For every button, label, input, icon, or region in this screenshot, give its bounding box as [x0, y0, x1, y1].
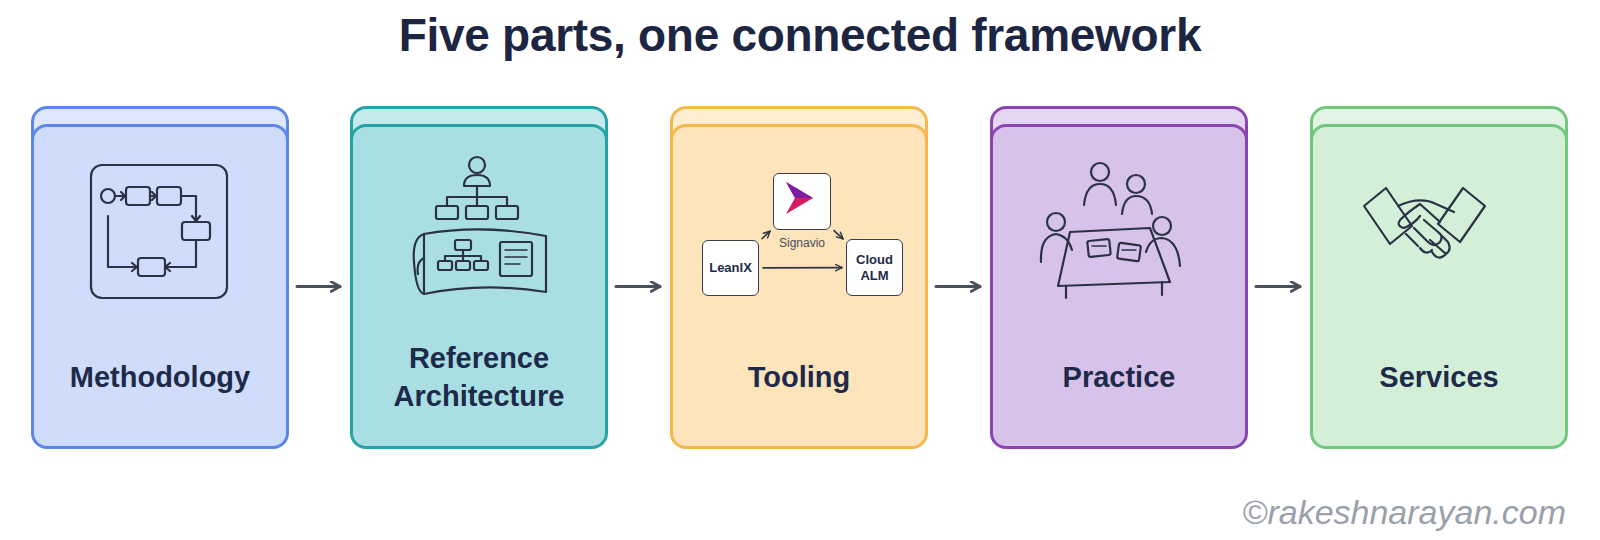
tool-box: Cloud ALM [846, 239, 903, 296]
icon-cuff [1364, 188, 1412, 244]
flowchart-icon [91, 165, 227, 298]
icon-body [1146, 238, 1180, 266]
framework-card: Services [1310, 124, 1568, 449]
architecture-icon [414, 157, 546, 294]
icon-step [182, 222, 210, 240]
icon-box [438, 261, 452, 270]
tool-label: LeanIX [706, 260, 755, 276]
icon-doc [500, 242, 532, 276]
tool-caption: Signavio [744, 236, 860, 250]
tool-box: LeanIX [702, 240, 759, 296]
icon-box [436, 206, 458, 219]
icon-box [466, 206, 488, 219]
icon-table [1058, 228, 1170, 286]
icon-cuff [1438, 188, 1485, 242]
icon-chevron-top [786, 182, 813, 198]
icon-head [1153, 217, 1171, 235]
icon-arrow [181, 196, 200, 221]
tool-label: Cloud ALM [847, 252, 902, 284]
tool-arrow [762, 231, 770, 239]
card-label: Services [1333, 332, 1545, 422]
icon-paper-lines [1092, 246, 1136, 250]
icon-paper [1117, 243, 1141, 262]
icon-body [1084, 184, 1116, 205]
icon-table-legs [1066, 282, 1162, 298]
icon-paper [1087, 239, 1111, 257]
framework-card: Practice [990, 124, 1248, 449]
card-label: Methodology [54, 332, 266, 422]
icon-head [469, 157, 485, 173]
card-label: Practice [1013, 332, 1225, 422]
framework-card: Reference Architecture [350, 124, 608, 449]
icon-tree [445, 250, 481, 261]
icon-body [464, 175, 490, 186]
icon-arrow [115, 192, 125, 200]
icon-box [474, 261, 488, 270]
icon-doc-lines [505, 250, 527, 264]
icon-head [1047, 213, 1065, 231]
flow-arrow [1256, 285, 1300, 288]
card-label: Tooling [693, 332, 905, 422]
icon-hand [1398, 200, 1454, 212]
signavio-icon [786, 182, 813, 214]
icon-step [157, 187, 181, 205]
icon-banner [424, 229, 546, 294]
icon-box [456, 261, 470, 270]
tool-box: Signavio [773, 173, 831, 230]
icon-arrow [150, 192, 156, 200]
icon-chevron [786, 182, 813, 214]
team-icon [1041, 163, 1180, 298]
tool-arrow [763, 267, 842, 269]
card-label: Reference Architecture [373, 332, 585, 422]
icon-fingers [1406, 220, 1450, 258]
flow-arrow [297, 285, 340, 288]
flow-arrow [616, 285, 660, 288]
icon-frame [91, 165, 227, 298]
watermark: ©rakeshnarayan.com [1242, 493, 1566, 532]
icon-thumb [1399, 204, 1440, 228]
icon-box [455, 240, 471, 250]
diagram-title: Five parts, one connected framework [0, 8, 1600, 62]
framework-card: Methodology [31, 124, 289, 449]
handshake-icon [1364, 188, 1485, 258]
icon-head [1127, 175, 1145, 193]
flow-arrow [936, 285, 980, 288]
icon-curl [414, 234, 424, 294]
icon-arrow [108, 216, 137, 271]
icon-body [1122, 196, 1152, 214]
icon-tree [447, 186, 507, 206]
icon-start [101, 189, 115, 203]
framework-card: Tooling LeanIX SignavioCloud ALM [670, 124, 928, 449]
icon-box [496, 206, 518, 219]
icon-step [126, 187, 150, 205]
icon-step [138, 258, 165, 276]
icon-body [1041, 234, 1072, 262]
icon-head [1091, 163, 1109, 181]
icon-arrow [165, 240, 196, 271]
tool-arrow [834, 231, 843, 239]
